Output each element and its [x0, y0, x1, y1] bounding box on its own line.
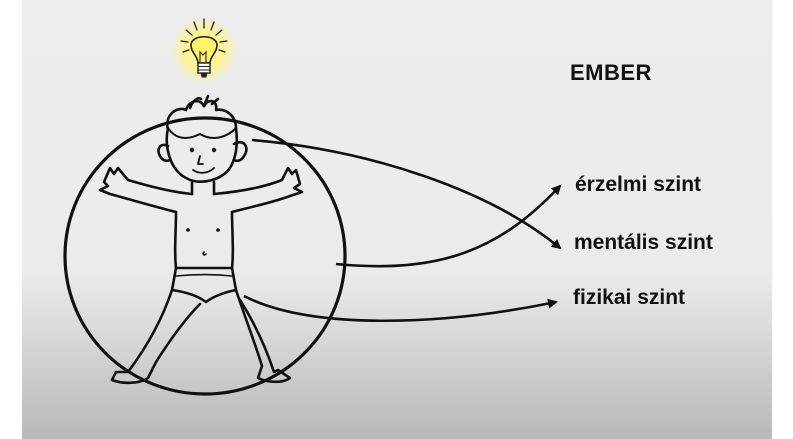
circle-outline: [65, 118, 345, 394]
arrow-chest-to-emotional: [336, 186, 560, 266]
lightbulb-icon: [170, 16, 238, 84]
label-physical-level: fizikai szint: [573, 286, 685, 310]
label-emotional-level: érzelmi szint: [575, 173, 701, 197]
arrow-body-to-physical: [244, 296, 556, 321]
label-mental-level: mentális szint: [574, 231, 713, 255]
title-ember: EMBER: [570, 60, 652, 86]
